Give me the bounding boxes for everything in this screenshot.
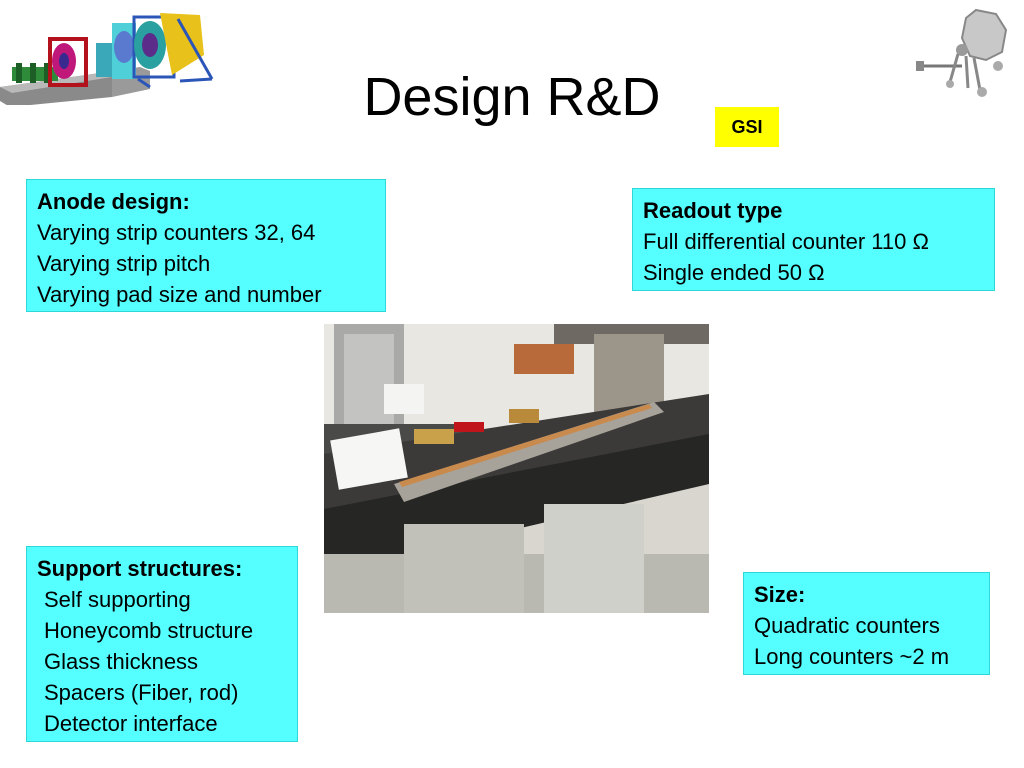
anode-design-box: Anode design: Varying strip counters 32,… — [26, 179, 386, 312]
support-structures-box: Support structures: Self supporting Hone… — [26, 546, 298, 742]
size-line: Quadratic counters — [754, 613, 940, 638]
support-structures-line: Detector interface — [44, 711, 218, 736]
readout-type-box: Readout type Full differential counter 1… — [632, 188, 995, 291]
group-logo-icon — [916, 8, 1008, 97]
size-line: Long counters ~2 m — [754, 644, 950, 669]
anode-design-line: Varying pad size and number — [37, 282, 322, 307]
support-structures-heading: Support structures: — [37, 556, 243, 581]
support-structures-line: Self supporting — [44, 587, 191, 612]
anode-design-heading: Anode design: — [37, 189, 190, 214]
support-structures-line: Spacers (Fiber, rod) — [44, 680, 239, 705]
detector-setup-illustration — [0, 13, 214, 105]
readout-type-line: Single ended 50 Ω — [643, 260, 825, 285]
size-heading: Size: — [754, 582, 806, 607]
lab-detector-prototype-photo — [324, 324, 709, 613]
slide-title: Design R&D — [363, 67, 661, 127]
support-structures-line: Honeycomb structure — [44, 618, 254, 643]
gsi-tag: GSI — [715, 107, 779, 147]
support-structures-line: Glass thickness — [44, 649, 199, 674]
readout-type-heading: Readout type — [643, 198, 783, 223]
anode-design-line: Varying strip pitch — [37, 251, 211, 276]
readout-type-line: Full differential counter 110 Ω — [643, 229, 929, 254]
size-box: Size: Quadratic counters Long counters ~… — [743, 572, 990, 675]
anode-design-line: Varying strip counters 32, 64 — [37, 220, 316, 245]
